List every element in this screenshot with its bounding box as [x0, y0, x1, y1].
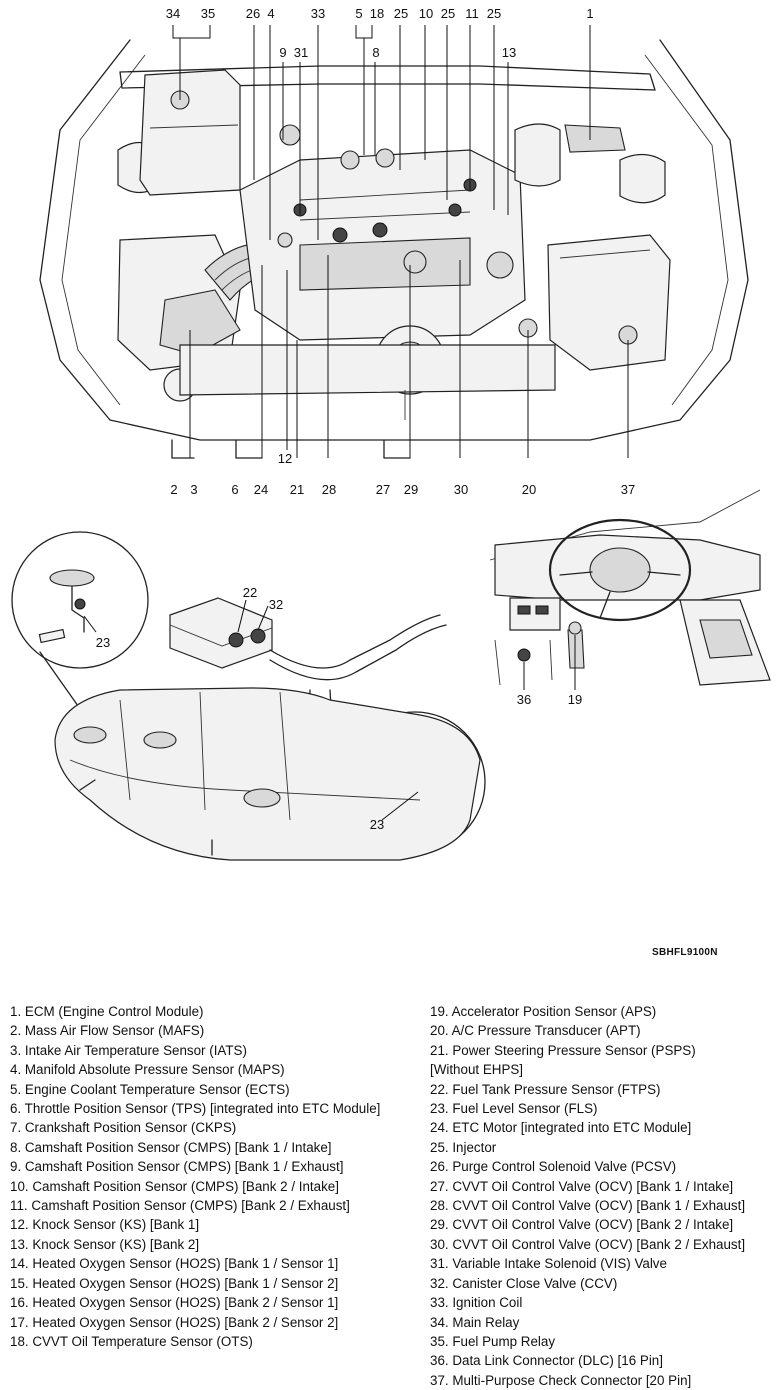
legend-item: 25. Injector: [430, 1139, 497, 1155]
legend-item: 37. Multi-Purpose Check Connector [20 Pi…: [430, 1372, 692, 1388]
legend-item: 14. Heated Oxygen Sensor (HO2S) [Bank 1 …: [10, 1256, 339, 1272]
legend-item: 6. Throttle Position Sensor (TPS) [integ…: [10, 1101, 381, 1117]
callout-11: 11: [465, 6, 479, 21]
legend-item: 13. Knock Sensor (KS) [Bank 2]: [10, 1236, 200, 1252]
figure-code: SBHFL9100N: [652, 947, 718, 958]
callout-22: 22: [243, 585, 257, 600]
callout-23: 23: [96, 635, 110, 650]
cabin-illustration: [489, 489, 782, 686]
legend-item: 23. Fuel Level Sensor (FLS): [430, 1101, 598, 1117]
legend-item: 29. CVVT Oil Control Valve (OCV) [Bank 2…: [430, 1217, 734, 1233]
cabin-callouts: 36 19: [517, 692, 582, 707]
callout-10: 10: [419, 6, 433, 21]
engine-bay-illustration: [39, 39, 749, 459]
callout-6: 6: [231, 482, 238, 497]
legend-item: 31. Variable Intake Solenoid (VIS) Valve: [430, 1256, 667, 1272]
callout-8: 8: [372, 45, 379, 60]
legend-item: 30. CVVT Oil Control Valve (OCV) [Bank 2…: [430, 1236, 746, 1252]
callout-27: 27: [376, 482, 390, 497]
callout-9: 9: [279, 45, 286, 60]
callout-26: 26: [246, 6, 260, 21]
legend-item: 26. Purge Control Solenoid Valve (PCSV): [430, 1159, 677, 1175]
callout-2: 2: [170, 482, 177, 497]
component-location-diagram: 34 35 26 4 33 5 18 25 10 25 11 25 1 9 31…: [11, 6, 782, 861]
legend-item: 15. Heated Oxygen Sensor (HO2S) [Bank 1 …: [10, 1275, 339, 1291]
legend-item: 33. Ignition Coil: [430, 1295, 523, 1311]
legend-item: 21. Power Steering Pressure Sensor (PSPS…: [430, 1042, 696, 1058]
legend-item: 24. ETC Motor [integrated into ETC Modul…: [430, 1120, 692, 1136]
legend-item: 20. A/C Pressure Transducer (APT): [430, 1023, 641, 1039]
callout-23: 23: [370, 817, 384, 832]
legend-item: [Without EHPS]: [430, 1062, 524, 1078]
callout-1: 1: [586, 6, 593, 21]
legend-item: 36. Data Link Connector (DLC) [16 Pin]: [430, 1353, 663, 1369]
cabin-leader-lines: [523, 635, 576, 690]
legend-item: 17. Heated Oxygen Sensor (HO2S) [Bank 2 …: [10, 1314, 339, 1330]
fuel-system-leader-lines: [83, 599, 419, 821]
legend-item: 9. Camshaft Position Sensor (CMPS) [Bank…: [10, 1159, 344, 1175]
legend-item: 1. ECM (Engine Control Module): [10, 1004, 204, 1019]
legend-item: 27. CVVT Oil Control Valve (OCV) [Bank 1…: [430, 1178, 734, 1194]
legend-item: 19. Accelerator Position Sensor (APS): [430, 1004, 657, 1019]
legend-item: 32. Canister Close Valve (CCV): [430, 1275, 618, 1291]
legend-item: 12. Knock Sensor (KS) [Bank 1]: [10, 1217, 200, 1233]
callout-5: 5: [355, 6, 362, 21]
callout-25: 25: [441, 6, 455, 21]
callout-33: 33: [311, 6, 325, 21]
legend-item: 16. Heated Oxygen Sensor (HO2S) [Bank 2 …: [10, 1295, 339, 1311]
callout-25: 25: [394, 6, 408, 21]
legend-right-column: 19. Accelerator Position Sensor (APS) 20…: [430, 1002, 745, 1390]
callout-18: 18: [370, 6, 384, 21]
fuel-system-illustration: [11, 531, 486, 861]
callout-35: 35: [201, 6, 215, 21]
callout-20: 20: [522, 482, 536, 497]
legend-item: 2. Mass Air Flow Sensor (MAFS): [10, 1023, 205, 1039]
legend-item: 7. Crankshaft Position Sensor (CKPS): [10, 1120, 237, 1136]
callout-32: 32: [269, 597, 283, 612]
callout-25: 25: [487, 6, 501, 21]
legend-item: 5. Engine Coolant Temperature Sensor (EC…: [10, 1081, 290, 1097]
legend-item: 18. CVVT Oil Temperature Sensor (OTS): [10, 1333, 253, 1349]
callout-36: 36: [517, 692, 531, 707]
legend-item: 8. Camshaft Position Sensor (CMPS) [Bank…: [10, 1139, 332, 1155]
legend-item: 34. Main Relay: [430, 1314, 520, 1330]
fuel-system-callouts: 22 32 23 23: [96, 585, 384, 832]
callout-29: 29: [404, 482, 418, 497]
legend-item: 35. Fuel Pump Relay: [430, 1333, 556, 1349]
legend-item: 28. CVVT Oil Control Valve (OCV) [Bank 1…: [430, 1198, 746, 1214]
engine-callouts: 34 35 26 4 33 5 18 25 10 25 11 25 1 9 31…: [166, 6, 635, 497]
callout-13: 13: [502, 45, 516, 60]
callout-19: 19: [568, 692, 582, 707]
engine-leader-lines: [172, 25, 629, 458]
callout-30: 30: [454, 482, 468, 497]
legend-item: 22. Fuel Tank Pressure Sensor (FTPS): [430, 1081, 661, 1097]
callout-12: 12: [278, 451, 292, 466]
legend-item: 11. Camshaft Position Sensor (CMPS) [Ban…: [10, 1198, 350, 1214]
legend-item: 3. Intake Air Temperature Sensor (IATS): [10, 1042, 247, 1058]
callout-31: 31: [294, 45, 308, 60]
callout-28: 28: [322, 482, 336, 497]
callout-34: 34: [166, 6, 180, 21]
legend-left-column: 1. ECM (Engine Control Module) 2. Mass A…: [10, 1002, 380, 1351]
callout-4: 4: [267, 6, 274, 21]
callout-37: 37: [621, 482, 635, 497]
callout-21: 21: [290, 482, 304, 497]
legend-item: 4. Manifold Absolute Pressure Sensor (MA…: [10, 1062, 285, 1078]
callout-24: 24: [254, 482, 268, 497]
legend-item: 10. Camshaft Position Sensor (CMPS) [Ban…: [10, 1178, 339, 1194]
callout-3: 3: [190, 482, 197, 497]
